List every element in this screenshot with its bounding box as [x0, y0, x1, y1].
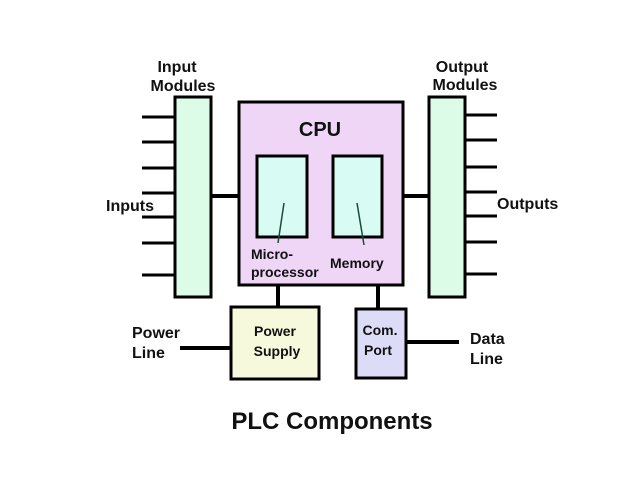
- input-lines: [142, 115, 174, 277]
- memory-box: [331, 154, 384, 239]
- power-supply-box: [229, 305, 321, 381]
- power-supply-label-1: Power: [254, 323, 297, 339]
- cpu-label: CPU: [299, 119, 341, 141]
- output-modules-label-1: Output: [436, 59, 489, 76]
- power-line-label-1: Power: [132, 325, 180, 342]
- input-module-box: [173, 95, 213, 299]
- memory-label: Memory: [330, 255, 384, 271]
- input-modules-label-2: Modules: [151, 78, 216, 95]
- diagram-title: PLC Components: [231, 408, 432, 435]
- input-modules-label-1: Input: [157, 59, 197, 76]
- memory-pointer: [356, 202, 365, 246]
- data-line-label-2: Line: [470, 351, 503, 368]
- com-port-box: [354, 307, 408, 380]
- output-module-box: [427, 95, 467, 299]
- microprocessor-box: [255, 154, 309, 239]
- microprocessor-pointer: [277, 202, 285, 244]
- microprocessor-label-1: Micro-: [251, 246, 293, 262]
- inputs-label: Inputs: [106, 198, 154, 215]
- microprocessor-label-2: processor: [251, 264, 319, 280]
- data-line-label-1: Data: [470, 331, 505, 348]
- output-lines: [465, 113, 497, 276]
- outputs-label: Outputs: [497, 196, 558, 213]
- com-port-label-2: Port: [364, 342, 392, 358]
- com-port-label-1: Com.: [363, 322, 398, 338]
- output-modules-label-2: Modules: [433, 77, 498, 94]
- power-line-label-2: Line: [132, 345, 165, 362]
- power-supply-label-2: Supply: [254, 343, 301, 359]
